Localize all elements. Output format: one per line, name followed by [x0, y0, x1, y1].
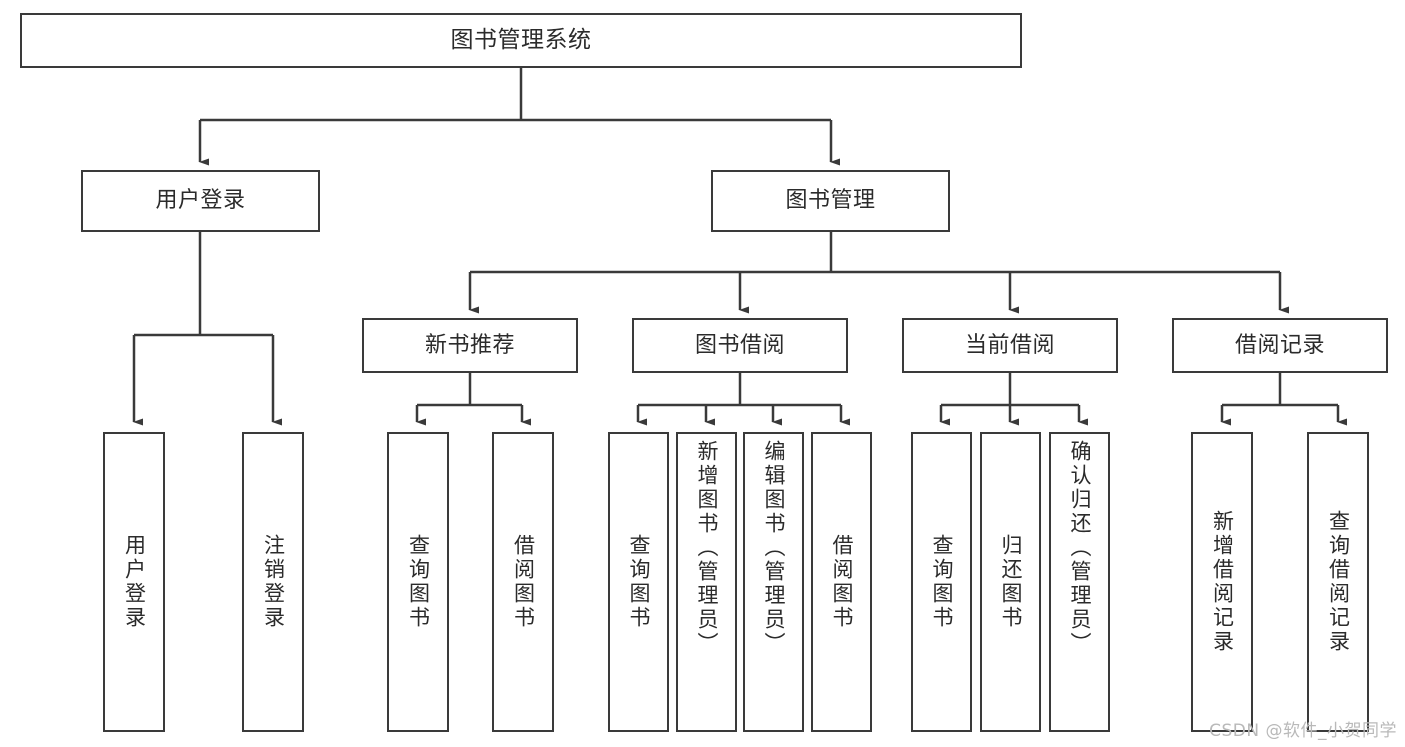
node-label: 用户登录 — [155, 188, 246, 214]
node-user-login[interactable]: 用户登录 — [81, 170, 320, 232]
leaf-current-query-book[interactable]: 查询图书 — [911, 432, 972, 732]
node-book-borrow[interactable]: 图书借阅 — [632, 318, 848, 373]
node-label: 查询借阅记录 — [1326, 510, 1351, 654]
node-borrow-records[interactable]: 借阅记录 — [1172, 318, 1388, 373]
node-label: 图书管理系统 — [450, 27, 592, 54]
leaf-borrow-edit-book-admin[interactable]: 编辑图书（管理员） — [743, 432, 804, 732]
node-label: 注销登录 — [261, 534, 286, 630]
leaf-records-add-record[interactable]: 新增借阅记录 — [1191, 432, 1253, 732]
leaf-borrow-query-book[interactable]: 查询图书 — [608, 432, 669, 732]
node-label: 借阅图书 — [830, 534, 854, 630]
node-label: 编辑图书（管理员） — [762, 440, 786, 656]
node-label: 当前借阅 — [964, 332, 1055, 358]
node-label: 借阅记录 — [1234, 332, 1325, 358]
node-label: 新增借阅记录 — [1210, 510, 1235, 654]
node-label: 借阅图书 — [511, 534, 536, 630]
leaf-new-book-query[interactable]: 查询图书 — [387, 432, 449, 732]
node-root-system[interactable]: 图书管理系统 — [20, 13, 1022, 68]
node-label: 确认归还（管理员） — [1068, 440, 1092, 656]
node-label: 图书管理 — [785, 188, 876, 214]
node-label: 新书推荐 — [424, 332, 515, 358]
leaf-current-return-book[interactable]: 归还图书 — [980, 432, 1041, 732]
node-label: 用户登录 — [122, 534, 147, 630]
leaf-user-login-logout[interactable]: 注销登录 — [242, 432, 304, 732]
node-current-borrow[interactable]: 当前借阅 — [902, 318, 1118, 373]
leaf-new-book-borrow[interactable]: 借阅图书 — [492, 432, 554, 732]
node-label: 图书借阅 — [694, 332, 785, 358]
node-new-book-recommend[interactable]: 新书推荐 — [362, 318, 578, 373]
leaf-records-query-record[interactable]: 查询借阅记录 — [1307, 432, 1369, 732]
node-book-management[interactable]: 图书管理 — [711, 170, 950, 232]
watermark-text: CSDN @软件_小贺同学 — [1209, 721, 1397, 741]
leaf-user-login-login[interactable]: 用户登录 — [103, 432, 165, 732]
leaf-current-confirm-return-admin[interactable]: 确认归还（管理员） — [1049, 432, 1110, 732]
node-label: 新增图书（管理员） — [695, 440, 719, 656]
leaf-borrow-borrow-book[interactable]: 借阅图书 — [811, 432, 872, 732]
node-label: 归还图书 — [999, 534, 1023, 630]
node-label: 查询图书 — [406, 534, 431, 630]
node-label: 查询图书 — [930, 534, 954, 630]
node-label: 查询图书 — [627, 534, 651, 630]
leaf-borrow-add-book-admin[interactable]: 新增图书（管理员） — [676, 432, 737, 732]
